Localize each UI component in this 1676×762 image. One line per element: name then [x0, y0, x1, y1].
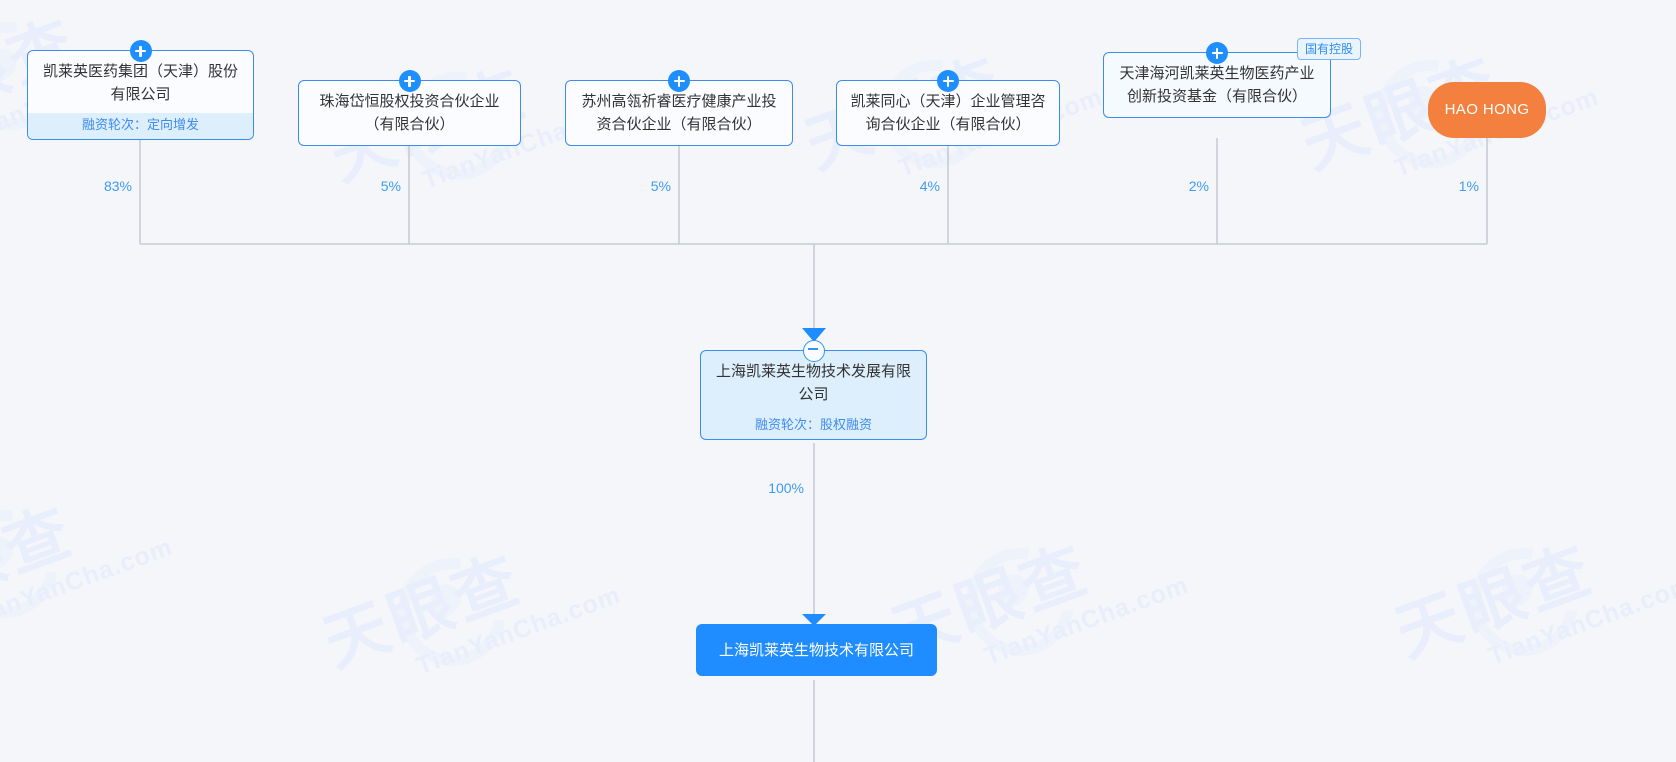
minus-icon[interactable]	[802, 340, 825, 362]
plus-icon[interactable]	[668, 70, 690, 92]
edge-label-percent-center-child: 100%	[768, 480, 804, 496]
shareholder-card[interactable]: 凯莱英医药集团（天津）股份有限公司 融资轮次：定向增发	[27, 40, 254, 140]
person-name[interactable]: HAO HONG	[1428, 82, 1546, 138]
node-shareholder-4[interactable]: 凯莱同心（天津）企业管理咨询合伙企业（有限合伙）	[836, 70, 1060, 146]
edge-label-percent: 4%	[919, 178, 940, 194]
state-owned-badge: 国有控股	[1296, 38, 1361, 60]
shareholder-name: 珠海岱恒股权投资合伙企业（有限合伙）	[319, 92, 500, 133]
node-shareholder-1[interactable]: 凯莱英医药集团（天津）股份有限公司 融资轮次：定向增发	[27, 40, 254, 140]
edge-label-percent: 1%	[1458, 178, 1479, 194]
shareholder-name: 凯莱同心（天津）企业管理咨询合伙企业（有限合伙）	[850, 92, 1046, 133]
plus-icon[interactable]	[398, 70, 421, 92]
node-shareholder-5[interactable]: 国有控股 天津海河凯莱英生物医药产业创新投资基金（有限合伙）	[1103, 38, 1361, 118]
node-center-company[interactable]: 上海凯莱英生物技术发展有限公司 融资轮次：股权融资	[700, 340, 927, 440]
shareholder-name: 天津海河凯莱英生物医药产业创新投资基金（有限合伙）	[1119, 64, 1315, 105]
plus-icon[interactable]	[129, 40, 152, 62]
node-shareholder-2[interactable]: 珠海岱恒股权投资合伙企业（有限合伙）	[298, 70, 521, 146]
shareholder-card[interactable]: 国有控股 天津海河凯莱英生物医药产业创新投资基金（有限合伙）	[1103, 38, 1361, 118]
shareholder-card[interactable]: 珠海岱恒股权投资合伙企业（有限合伙）	[298, 70, 521, 146]
node-shareholder-6[interactable]: HAO HONG	[1428, 82, 1546, 138]
edge-label-percent: 5%	[380, 178, 401, 194]
shareholder-funding-round: 融资轮次：定向增发	[28, 113, 253, 139]
edge-label-percent: 5%	[650, 178, 671, 194]
arrow-into-center	[802, 328, 826, 342]
edge-label-percent: 2%	[1188, 178, 1209, 194]
node-child-company[interactable]: 上海凯莱英生物技术有限公司	[696, 624, 937, 676]
shareholder-card[interactable]: 凯莱同心（天津）企业管理咨询合伙企业（有限合伙）	[836, 70, 1060, 146]
edge-label-percent: 83%	[103, 178, 132, 194]
shareholder-name: 凯莱英医药集团（天津）股份有限公司	[42, 62, 238, 103]
shareholder-card[interactable]: 苏州高瓴祈睿医疗健康产业投资合伙企业（有限合伙）	[565, 70, 793, 146]
center-company-name: 上海凯莱英生物技术发展有限公司	[715, 362, 911, 403]
node-shareholder-3[interactable]: 苏州高瓴祈睿医疗健康产业投资合伙企业（有限合伙）	[565, 70, 793, 146]
center-company-funding-round: 融资轮次：股权融资	[754, 418, 872, 433]
shareholder-name: 苏州高瓴祈睿医疗健康产业投资合伙企业（有限合伙）	[581, 92, 777, 133]
plus-icon[interactable]	[1206, 42, 1228, 64]
center-company-card[interactable]: 上海凯莱英生物技术发展有限公司 融资轮次：股权融资	[700, 340, 927, 440]
child-company-name[interactable]: 上海凯莱英生物技术有限公司	[696, 624, 937, 676]
arrow-into-child	[802, 614, 826, 626]
plus-icon[interactable]	[937, 70, 959, 92]
